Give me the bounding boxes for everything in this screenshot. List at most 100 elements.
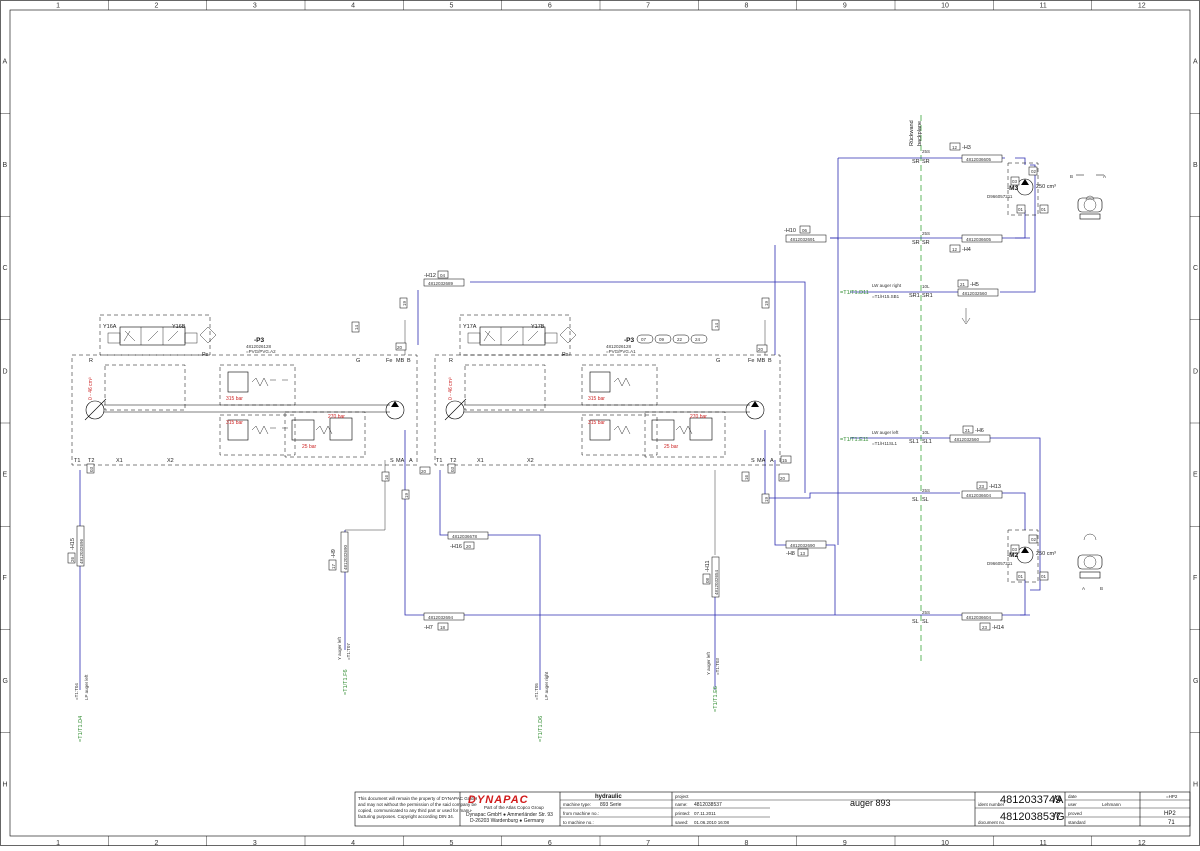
column-marker-top-2: 2 — [155, 3, 159, 10]
port-t1-right: T1 — [436, 458, 442, 464]
xref-f6: =T1/T1.F6 — [343, 669, 349, 695]
valve-name-left: -P3 — [254, 337, 265, 344]
ref-22: 22 — [677, 337, 683, 342]
column-marker-top-8: 8 — [745, 3, 749, 10]
rueckwand-label: Rückwand — [909, 120, 915, 146]
doc-label: document no. — [978, 820, 1005, 825]
hose-h10-part: 4812032691 — [790, 237, 816, 242]
auger-top-a: A — [1103, 174, 1106, 179]
relief-25-left: 25 bar — [302, 444, 317, 450]
down-arrow-icon — [961, 308, 971, 325]
hose-h4-ref: 12 — [952, 247, 958, 252]
hose-h11-part: 4812032654 — [714, 569, 719, 595]
disclaimer-line-4: facturing purposes. Copyright according … — [358, 814, 454, 819]
row-marker-left-F: F — [3, 575, 7, 582]
xref-lw-left-sub: =T1/H11SL1 — [872, 441, 898, 446]
column-marker-bottom-4: 4 — [351, 840, 355, 846]
hose-h13-name: -H13 — [989, 484, 1001, 490]
m3-ref: 03 — [1012, 179, 1018, 184]
disclaimer-line-1: This document will remain the property o… — [358, 796, 477, 801]
row-marker-right-B: B — [1193, 162, 1198, 169]
column-marker-top-7: 7 — [646, 3, 650, 10]
hose-h3-ref: 12 — [952, 145, 958, 150]
port-a-right: A — [770, 458, 774, 464]
valve-block-right: 0 - 46 cm³ 315 bar 315 bar 270 bar 25 ba… — [434, 297, 792, 504]
conn-sr1-b: SR1 — [922, 293, 933, 299]
conn-sl-d2: SL — [922, 619, 929, 625]
m3-port-01: 01 — [1018, 207, 1024, 212]
xref-d6: =T1/T1.D6 — [538, 716, 544, 742]
conn-sr1-a: SR1 — [909, 293, 920, 299]
hose-h7: 4812032694 -H7 18 — [423, 612, 465, 631]
auger-symbol-bottom: A B — [1077, 533, 1103, 591]
port-num-03-right: 03 — [450, 466, 455, 472]
xref-d4-sub: =T1:T04 — [74, 683, 79, 700]
title-block: This document will remain the property o… — [354, 791, 1191, 827]
port-fe-right: Fe — [748, 358, 754, 364]
hose-labels: -H12 04 4812032689 -H10 06 4812032691 12… — [67, 142, 1004, 631]
column-marker-bottom-1: 1 — [56, 840, 60, 846]
sheet-tag: =HP2 — [1166, 794, 1178, 799]
column-marker-top-1: 1 — [56, 3, 60, 10]
row-marker-right-F: F — [1193, 575, 1197, 582]
standard-label: standard — [1068, 820, 1086, 825]
date-label: date — [1068, 794, 1077, 799]
port-num-19b-left: 19 — [404, 492, 409, 498]
hose-h4-part: 4812036605 — [966, 237, 992, 242]
xref-e6: =T1/T1.E6 — [713, 686, 719, 712]
ident-rev: /A — [1053, 794, 1064, 806]
filter-icon — [559, 326, 577, 344]
conn-25s-b: 25S — [922, 231, 930, 236]
xref-d4-label: LP auger left — [84, 674, 89, 700]
row-marker-left-D: D — [3, 368, 8, 375]
conn-sl1-b: SL1 — [922, 439, 932, 445]
hose-h5-name: -H5 — [970, 282, 979, 288]
hose-h5: 21 -H5 4812032560 — [957, 279, 999, 297]
xref-d11: =T1/T1.D11 — [840, 290, 869, 296]
port-mb-right: MB — [757, 358, 766, 364]
solenoid-y17b: Y17B — [531, 324, 545, 330]
motor-m2: 02 03 -M2 250 cm³ D966057211 01 01 — [987, 529, 1056, 583]
port-x1-right: X1 — [477, 458, 484, 464]
hose-h6: 21 -H6 4812032560 — [949, 425, 991, 443]
machine-type: 893 Serie — [600, 802, 622, 808]
valve-sub-left: =PVG/PVG.A2 — [246, 349, 276, 354]
port-num-19b-right: 19 — [764, 496, 769, 502]
port-num-20-left: 20 — [397, 345, 403, 350]
column-marker-bottom-3: 3 — [253, 840, 257, 846]
port-g-left: G — [356, 358, 360, 364]
proved-label: proved — [1068, 811, 1082, 816]
disclaimer-line-2: and may not without the permission of th… — [358, 802, 477, 807]
relief-25-right: 25 bar — [664, 444, 679, 450]
hose-h11-ref: 08 — [705, 577, 710, 583]
row-marker-right-G: G — [1193, 678, 1198, 685]
hose-h8-ref: 13 — [800, 551, 806, 556]
row-marker-left-B: B — [3, 162, 8, 169]
port-s-left: S — [390, 458, 394, 464]
hose-h12-part: 4812032689 — [428, 281, 454, 286]
port-num-16-left: 16 — [384, 474, 389, 480]
port-num-20b-right: 20 — [780, 476, 786, 481]
saved-label: saved: — [675, 820, 688, 825]
hose-h16-part: 4812036678 — [452, 534, 478, 539]
valve-part-left: 4812026128 — [246, 344, 272, 349]
filter-icon — [199, 326, 217, 344]
hose-h14-part: 4812036604 — [966, 615, 992, 620]
xref-e11: =T1/T1.E11 — [840, 437, 868, 443]
row-marker-right-D: D — [1193, 368, 1198, 375]
port-t2-right: T2 — [450, 458, 456, 464]
port-r-right: R — [449, 358, 453, 364]
row-marker-left-G: G — [3, 678, 8, 685]
column-marker-bottom-7: 7 — [646, 840, 650, 846]
hose-h12-ref: 04 — [440, 273, 446, 278]
row-marker-left-C: C — [3, 265, 8, 272]
backplane-divider: Rückwand backplane — [909, 115, 923, 665]
hose-h10-ref: 06 — [802, 228, 808, 233]
valve-ref-pills: 07 09 22 24 — [636, 334, 708, 344]
hose-h13-part: 4812036604 — [966, 493, 992, 498]
auger-top-b: B — [1070, 174, 1073, 179]
hose-h5-ref: 21 — [960, 282, 966, 287]
hose-h13-ref: 23 — [979, 484, 985, 489]
port-ma-right: MA — [757, 458, 766, 464]
